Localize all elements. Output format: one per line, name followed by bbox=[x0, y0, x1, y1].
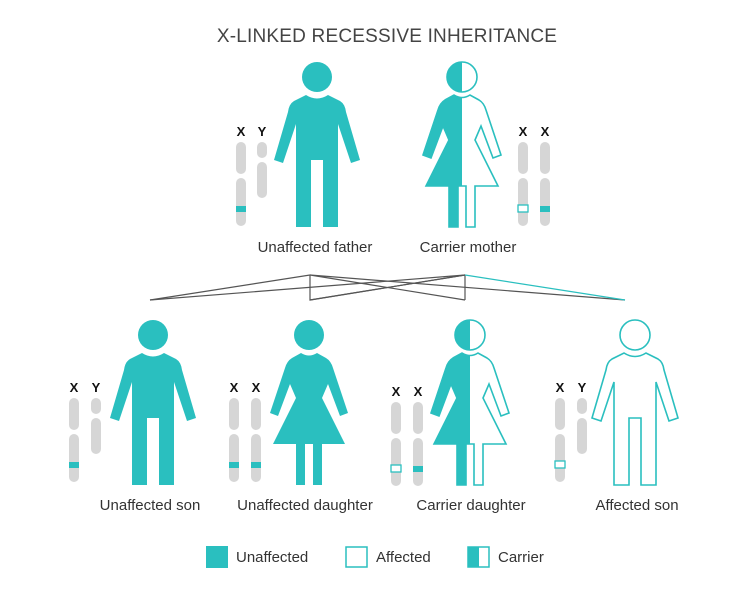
unaffected-son-label: Unaffected son bbox=[100, 497, 201, 514]
legend-item-affected: Affected bbox=[345, 546, 431, 568]
gene-marker-normal bbox=[229, 462, 239, 468]
legend-swatch-unaffected bbox=[206, 546, 228, 568]
female-silhouette-filled-half bbox=[423, 62, 462, 227]
y-chromosome-lower-arm bbox=[577, 418, 587, 454]
y-chromosome-upper-arm bbox=[257, 142, 267, 158]
legend-label-carrier: Carrier bbox=[498, 549, 544, 566]
x-chromosome-lower-arm bbox=[236, 178, 246, 226]
x-chromosome-upper-arm bbox=[413, 402, 423, 434]
y-chromosome-upper-arm bbox=[577, 398, 587, 414]
chromosome-letter-x: X bbox=[252, 380, 261, 395]
x-chromosome-upper-arm bbox=[69, 398, 79, 430]
affected-son-label: Affected son bbox=[595, 497, 678, 514]
gene-marker-normal bbox=[236, 206, 246, 212]
x-chromosome-upper-arm bbox=[540, 142, 550, 174]
unaffected-daughter-label: Unaffected daughter bbox=[237, 497, 373, 514]
x-chromosome-lower-arm bbox=[555, 434, 565, 482]
gene-marker-normal bbox=[540, 206, 550, 212]
carrier-daughter-label: Carrier daughter bbox=[416, 497, 525, 514]
mother-teal-line bbox=[464, 274, 626, 301]
inheritance-lines bbox=[149, 274, 626, 301]
chromosome-letter-x: X bbox=[556, 380, 565, 395]
x-chromosome-lower-arm bbox=[229, 434, 239, 482]
diagram-title: X-LINKED RECESSIVE INHERITANCE bbox=[217, 26, 557, 47]
x-chromosome-lower-arm bbox=[518, 178, 528, 226]
male-silhouette-outline bbox=[591, 319, 679, 486]
gene-marker-mutated bbox=[517, 204, 529, 213]
x-chromosome-lower-arm bbox=[69, 434, 79, 482]
legend: Unaffected Affected Carrier bbox=[206, 546, 544, 568]
x-chromosome-lower-arm bbox=[413, 438, 423, 486]
chromosome-letter-x: X bbox=[70, 380, 79, 395]
female-silhouette bbox=[270, 320, 348, 485]
x-chromosome-upper-arm bbox=[229, 398, 239, 430]
chromosome-letter-y: Y bbox=[92, 380, 101, 395]
gene-marker-mutated bbox=[554, 460, 566, 469]
mother-lines bbox=[149, 274, 466, 301]
legend-label-unaffected: Unaffected bbox=[236, 549, 308, 566]
mother-figure bbox=[422, 61, 502, 228]
father-label: Unaffected father bbox=[258, 239, 373, 256]
chromosome-letter-x: X bbox=[414, 384, 423, 399]
chromosome-letter-x: X bbox=[519, 124, 528, 139]
unaffected-son-figure bbox=[110, 320, 196, 485]
legend-label-affected: Affected bbox=[376, 549, 431, 566]
x-chromosome-upper-arm bbox=[391, 402, 401, 434]
male-silhouette bbox=[274, 62, 360, 227]
gene-marker-mutated bbox=[390, 464, 402, 473]
male-silhouette bbox=[110, 320, 196, 485]
chromosome-letter-x: X bbox=[230, 380, 239, 395]
chromosome-letter-x: X bbox=[237, 124, 246, 139]
unaffected-daughter-figure bbox=[270, 320, 348, 485]
y-chromosome-upper-arm bbox=[91, 398, 101, 414]
gene-marker-normal bbox=[251, 462, 261, 468]
chromosome-letter-x: X bbox=[541, 124, 550, 139]
x-chromosome-lower-arm bbox=[540, 178, 550, 226]
chromosome-letter-y: Y bbox=[258, 124, 267, 139]
legend-swatch-carrier-fill bbox=[468, 547, 479, 567]
chromosome-letter-x: X bbox=[392, 384, 401, 399]
x-chromosome-upper-arm bbox=[251, 398, 261, 430]
legend-item-carrier: Carrier bbox=[467, 546, 544, 568]
x-chromosome-upper-arm bbox=[518, 142, 528, 174]
x-chromosome-lower-arm bbox=[251, 434, 261, 482]
legend-swatch-carrier-outline bbox=[467, 546, 490, 568]
x-chromosome-upper-arm bbox=[236, 142, 246, 174]
x-chromosome-lower-arm bbox=[391, 438, 401, 486]
father-figure bbox=[274, 62, 360, 227]
mother-label: Carrier mother bbox=[420, 239, 517, 256]
gene-marker-normal bbox=[413, 466, 423, 472]
legend-swatch-affected bbox=[345, 546, 368, 568]
gene-marker-normal bbox=[69, 462, 79, 468]
chromosome-letter-y: Y bbox=[578, 380, 587, 395]
legend-item-unaffected: Unaffected bbox=[206, 546, 308, 568]
affected-son-figure bbox=[591, 319, 679, 486]
female-silhouette-filled-half bbox=[431, 320, 470, 485]
y-chromosome-lower-arm bbox=[257, 162, 267, 198]
y-chromosome-lower-arm bbox=[91, 418, 101, 454]
carrier-daughter-figure bbox=[430, 319, 510, 486]
x-chromosome-upper-arm bbox=[555, 398, 565, 430]
